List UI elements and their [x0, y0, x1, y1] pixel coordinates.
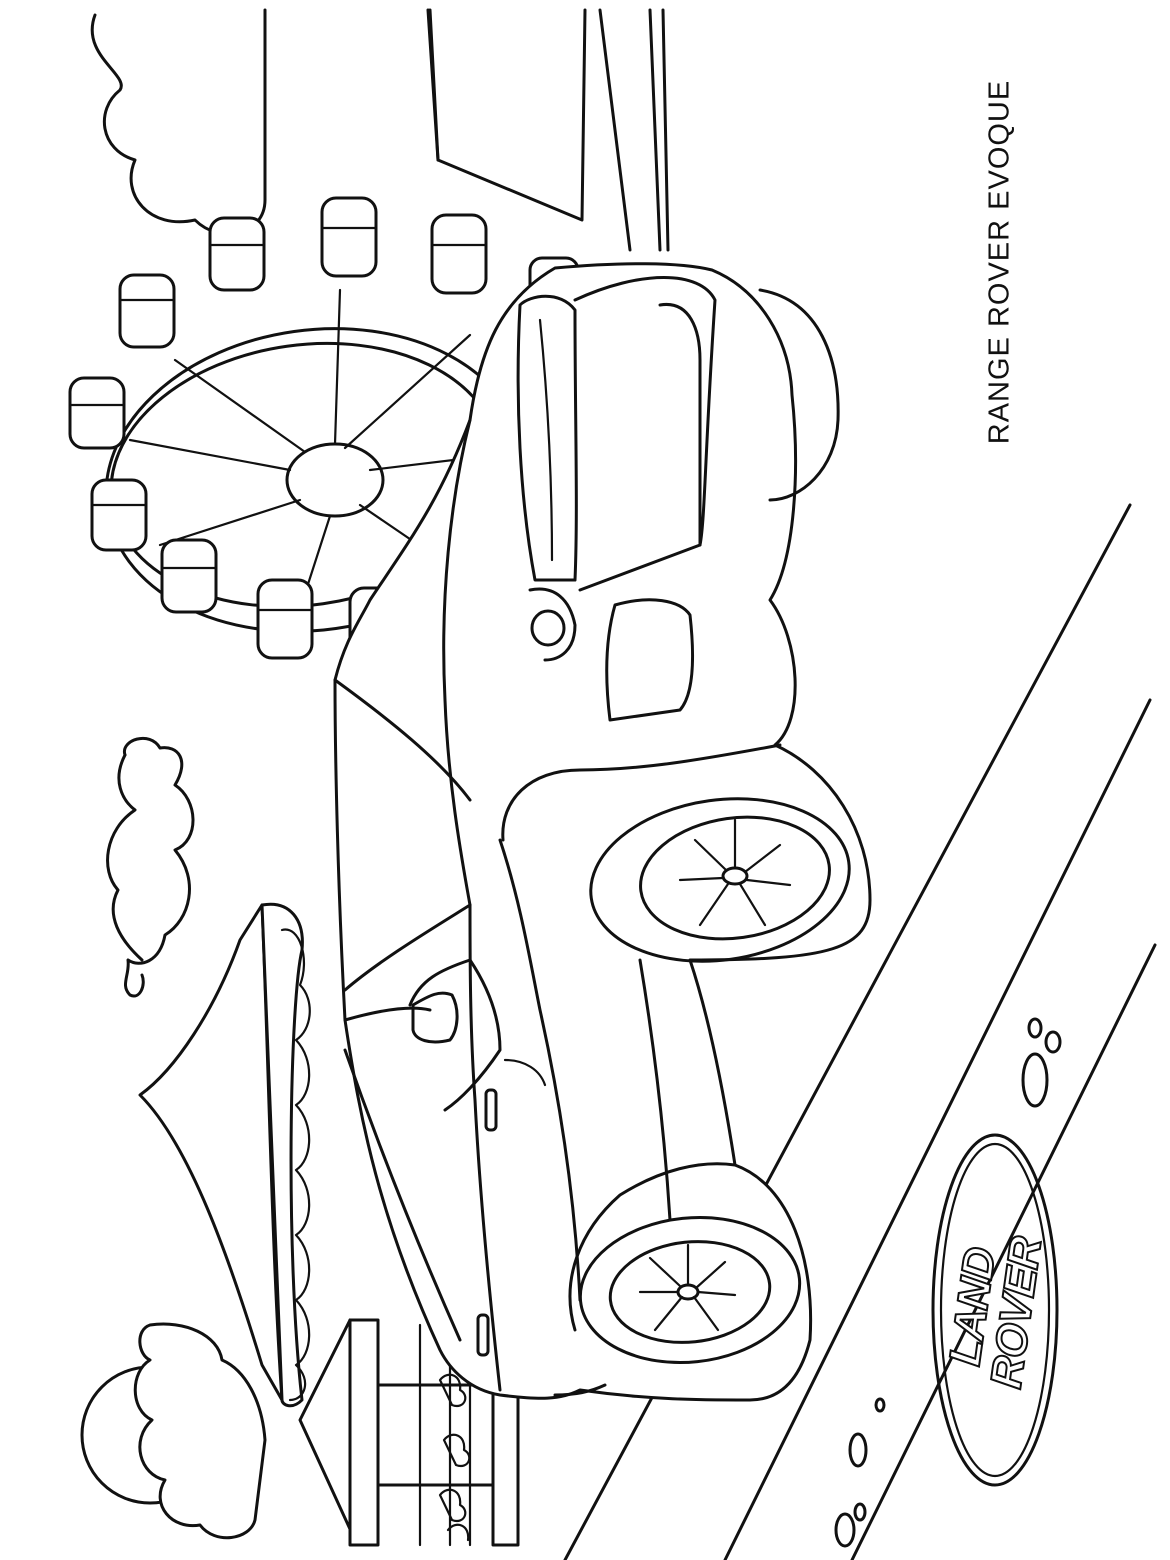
- land-rover-logo-icon: [931, 1133, 1059, 1487]
- sun-cloud: [80, 1322, 267, 1540]
- cloud-top: [90, 8, 267, 236]
- logo-wordmark: LAND ROVER: [939, 1229, 1052, 1393]
- page-title: RANGE ROVER EVOQUE: [983, 79, 1016, 445]
- car-illustration: [333, 262, 872, 1402]
- cloud-middle: [106, 736, 195, 998]
- circus-tent-icon: [138, 902, 311, 1408]
- ferris-wheel-icon: [68, 196, 580, 662]
- building: [426, 8, 670, 252]
- bubbles: [834, 1017, 1062, 1548]
